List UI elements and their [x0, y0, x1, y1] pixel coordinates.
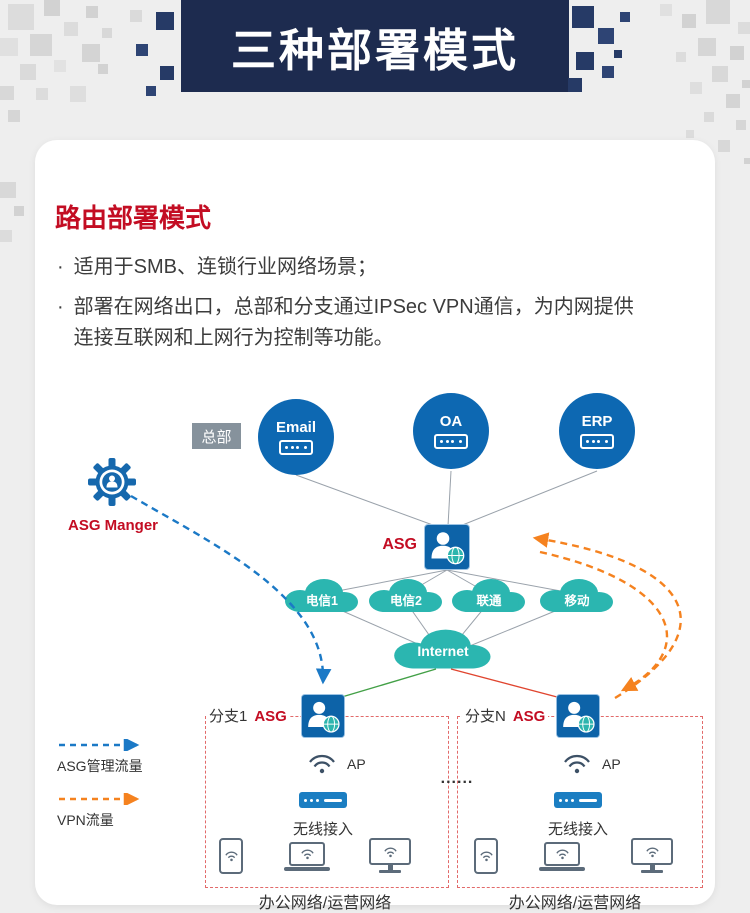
tablet-device-icon: [474, 838, 498, 874]
cloud-unicom-label: 联通: [476, 594, 502, 608]
branchN-router-icon: [554, 792, 602, 808]
bullet-item: · 部署在网络出口，总部和分支通过IPSec VPN通信，为内网提供连接互联网和…: [57, 292, 649, 354]
legend-manage-flow-arrow: [57, 737, 149, 756]
branch1-wifi-ap-icon: [307, 752, 337, 779]
branchN-asg-device: [556, 694, 600, 738]
hq-badge: 总部: [192, 423, 241, 449]
branch1-label-row: 分支1 ASG: [206, 705, 290, 726]
branchN-network-label: 办公网络/运营网络: [508, 895, 642, 912]
content-card: 路由部署模式 · 适用于SMB、连锁行业网络场景； · 部署在网络出口，总部和分…: [35, 140, 715, 912]
server-icon: [580, 434, 614, 449]
branchN-access-label: 无线接入: [547, 821, 608, 838]
cloud-telecom2-label: 电信2: [390, 594, 422, 608]
bullet-text: 部署在网络出口，总部和分支通过IPSec VPN通信，为内网提供连接互联网和上网…: [73, 296, 634, 349]
asg-user-globe-icon: [556, 694, 600, 738]
server-icon: [279, 440, 313, 455]
branch1-network-label: 办公网络/运营网络: [258, 895, 392, 912]
branch-name: 分支N: [465, 708, 506, 725]
branch-asg-label: ASG: [254, 708, 287, 725]
bullet-marker: ·: [57, 256, 64, 278]
laptop-device-icon: [539, 842, 585, 871]
server-label: ERP: [581, 413, 613, 430]
server-label: OA: [439, 413, 463, 430]
hq-server-email: Email: [258, 399, 334, 475]
tablet-device-icon: [219, 838, 243, 874]
internet-cloud-label: Internet: [417, 643, 469, 659]
asg-user-globe-icon: [424, 524, 470, 570]
monitor-device-icon: [631, 838, 673, 873]
asg-user-globe-icon: [301, 694, 345, 738]
branch-name: 分支1: [209, 708, 248, 725]
section-bullets: · 适用于SMB、连锁行业网络场景； · 部署在网络出口，总部和分支通过IPSe…: [57, 252, 649, 363]
hq-server-erp: ERP: [559, 393, 635, 469]
laptop-device-icon: [284, 842, 330, 871]
branch1-asg-device: [301, 694, 345, 738]
asg-manager-gear-icon: [88, 458, 136, 506]
asg-manager-label: ASG Manger: [67, 517, 158, 534]
hq-server-oa: OA: [413, 393, 489, 469]
legend-manage-flow-label: ASG管理流量: [57, 758, 143, 774]
branch-separator-dots: ......: [440, 770, 474, 787]
branch1-ap-label: AP: [347, 756, 366, 772]
hq-asg-label: ASG: [382, 536, 417, 553]
monitor-device-icon: [369, 838, 411, 873]
page-banner: 三种部署模式: [181, 0, 569, 92]
legend-vpn-flow-label: VPN流量: [57, 812, 114, 828]
branchN-label-row: 分支N ASG: [462, 705, 549, 726]
branch-asg-label: ASG: [512, 708, 546, 725]
cloud-mobile-label: 移动: [564, 594, 590, 608]
bullet-marker: ·: [57, 296, 64, 318]
bullet-item: · 适用于SMB、连锁行业网络场景；: [57, 252, 649, 283]
branch1-router-icon: [299, 792, 347, 808]
server-icon: [434, 434, 468, 449]
server-label: Email: [275, 419, 317, 436]
branch1-access-label: 无线接入: [292, 821, 353, 838]
branchN-wifi-ap-icon: [562, 752, 592, 779]
page-title: 三种部署模式: [230, 24, 519, 76]
cloud-telecom1-label: 电信1: [306, 594, 338, 608]
bullet-text: 适用于SMB、连锁行业网络场景；: [73, 256, 378, 278]
hq-asg-device: [424, 524, 470, 570]
section-title: 路由部署模式: [55, 203, 212, 233]
legend-vpn-flow-arrow: [57, 791, 149, 810]
branchN-ap-label: AP: [602, 756, 621, 772]
